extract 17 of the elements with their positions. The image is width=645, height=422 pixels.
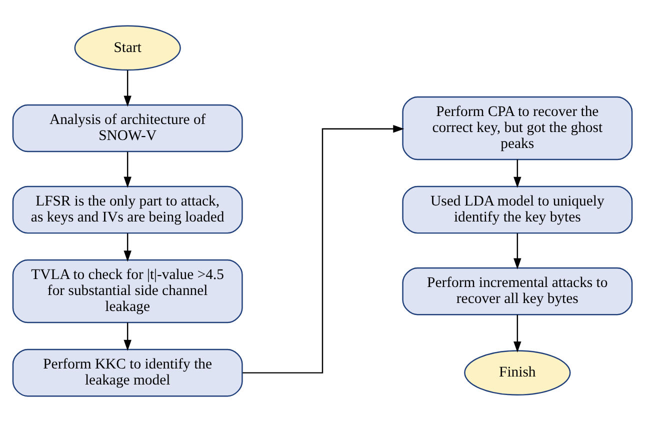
arrow bbox=[514, 160, 522, 188]
node-box: Analysis of architecture of SNOW-V bbox=[12, 104, 243, 152]
node-box: Perform CPA to recover the correct key, but got the ghost peaks bbox=[402, 96, 633, 160]
arrow bbox=[124, 70, 132, 107]
node-box: Used LDA model to uniquely identify the key bytes bbox=[402, 186, 633, 234]
node-ellipse: Start bbox=[74, 25, 181, 71]
arrow bbox=[124, 322, 132, 351]
node-box: LFSR is the only part to attack, as keys and IVs are being loaded bbox=[12, 186, 243, 234]
node-box: TVLA to check for |t|-value >4.5 for substantial side channel leakage bbox=[12, 259, 243, 324]
arrow bbox=[514, 314, 522, 353]
node-box: Perform incremental attacks to recover all key bytes bbox=[402, 267, 633, 316]
node-ellipse: Finish bbox=[464, 350, 571, 396]
arrow bbox=[124, 152, 132, 188]
arrow bbox=[124, 233, 132, 262]
arrow bbox=[514, 233, 522, 270]
node-box: Perform KKC to identify the leakage model bbox=[12, 348, 243, 397]
arrow bbox=[242, 125, 404, 374]
